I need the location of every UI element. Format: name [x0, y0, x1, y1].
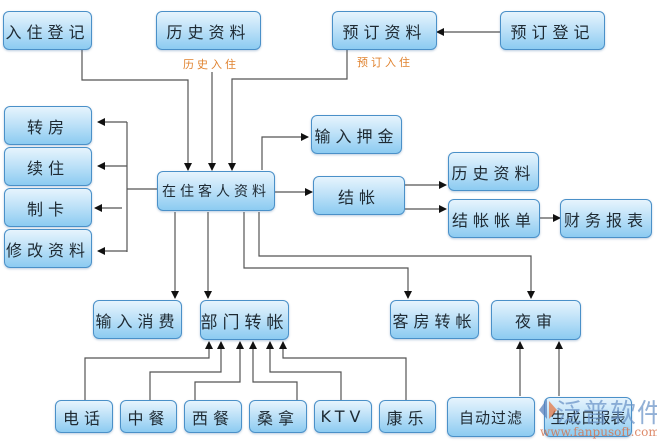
node-label: 结帐 — [337, 187, 380, 207]
node-room-change[interactable]: 转房 — [4, 106, 92, 145]
node-checkin-register[interactable]: 入住登记 — [3, 11, 92, 50]
node-chinese-food[interactable]: 中餐 — [120, 400, 177, 433]
edge-reservation-to-guest — [228, 50, 348, 171]
node-input-consumption[interactable]: 输入消费 — [93, 300, 182, 339]
node-label: 历史资料 — [451, 163, 536, 183]
node-label: 财务报表 — [563, 210, 648, 230]
node-label: 部门转帐 — [200, 312, 289, 333]
node-history-data-top[interactable]: 历史资料 — [156, 11, 261, 50]
node-extend-stay[interactable]: 续住 — [4, 147, 92, 186]
node-label: 自动过滤 — [458, 408, 523, 427]
edge-checkin-to-guest — [81, 50, 192, 171]
node-financial-report[interactable]: 财务报表 — [560, 199, 652, 238]
node-input-deposit[interactable]: 输入押金 — [311, 115, 402, 154]
node-label: 转房 — [26, 117, 69, 137]
node-label: 续住 — [26, 158, 69, 178]
node-label: 预订登记 — [510, 22, 595, 42]
node-phone[interactable]: 电话 — [55, 400, 113, 433]
node-label: 西餐 — [191, 408, 234, 428]
edge-ktv-to-dept — [266, 341, 342, 400]
node-label: 中餐 — [127, 408, 170, 428]
edge-label-reservation-checkin: 预订入住 — [357, 56, 413, 69]
node-reservation-data[interactable]: 预订资料 — [332, 11, 437, 50]
watermark-brand: 泛普软件 — [556, 399, 657, 429]
node-label: 桑拿 — [256, 408, 299, 428]
edge-recreation-to-dept — [279, 341, 407, 400]
node-label: 输入消费 — [95, 311, 180, 331]
node-make-card[interactable]: 制卡 — [4, 188, 92, 227]
node-label: 客房转帐 — [392, 311, 477, 331]
node-label: 结帐帐单 — [451, 210, 536, 230]
edge-western-to-dept — [194, 341, 244, 400]
node-auto-filter[interactable]: 自动过滤 — [447, 397, 535, 437]
node-in-house-guest[interactable]: 在住客人资料 — [157, 171, 275, 211]
node-reservation-register[interactable]: 预订登记 — [500, 11, 605, 50]
node-label: 康乐 — [386, 408, 429, 428]
edge-phone-to-dept — [84, 341, 213, 400]
node-modify-data[interactable]: 修改资料 — [4, 229, 92, 268]
node-label: 电话 — [62, 408, 105, 428]
node-ktv[interactable]: KTV — [314, 400, 372, 433]
edge-sauna-to-dept — [249, 341, 298, 400]
node-label: 历史资料 — [166, 22, 251, 42]
node-label: 入住登记 — [5, 22, 90, 42]
edge-guest-to-room-transfer — [243, 212, 412, 299]
fanpu-logo-icon — [539, 399, 557, 419]
node-label: KTV — [320, 407, 366, 426]
node-label: 夜审 — [514, 312, 557, 331]
node-night-audit[interactable]: 夜审 — [491, 300, 581, 340]
edge-label-history-checkin: 历史入住 — [183, 58, 239, 71]
edge-guest-to-night-audit — [258, 212, 535, 299]
node-history-data-right[interactable]: 历史资料 — [448, 152, 539, 191]
node-label: 生成日报表 — [550, 408, 626, 427]
node-label: 制卡 — [26, 199, 69, 219]
node-checkout-bill[interactable]: 结帐帐单 — [448, 199, 540, 238]
node-dept-transfer[interactable]: 部门转帐 — [200, 300, 289, 340]
watermark-url: www.fanpusoft.com — [540, 425, 657, 439]
node-room-transfer[interactable]: 客房转帐 — [390, 300, 479, 339]
edge-guest-to-deposit — [261, 133, 309, 170]
node-generate-daily-report[interactable]: 生成日报表 — [544, 397, 632, 437]
node-label: 在住客人资料 — [162, 184, 270, 200]
node-western-food[interactable]: 西餐 — [184, 400, 242, 433]
edge-chinese-to-dept — [149, 341, 225, 400]
node-recreation[interactable]: 康乐 — [379, 400, 436, 433]
node-label: 修改资料 — [5, 240, 90, 260]
node-checkout[interactable]: 结帐 — [313, 176, 405, 215]
node-label: 输入押金 — [314, 126, 399, 146]
node-label: 预订资料 — [342, 22, 427, 42]
node-sauna[interactable]: 桑拿 — [249, 400, 307, 433]
